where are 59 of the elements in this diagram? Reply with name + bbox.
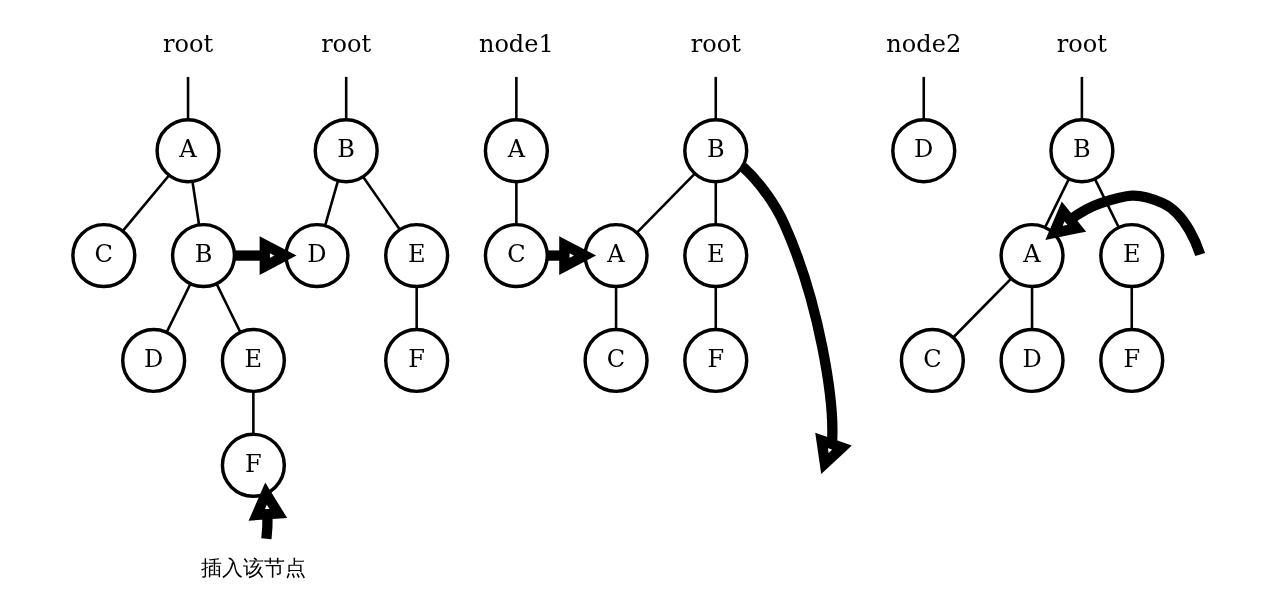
node-circle: B <box>1049 118 1115 184</box>
node-circle: E <box>1099 222 1165 289</box>
node-text: node1 <box>478 30 554 59</box>
connector <box>1093 178 1120 228</box>
node-circle: B <box>170 222 237 289</box>
connector <box>614 286 618 330</box>
connector <box>714 76 718 120</box>
node-text: root <box>1056 30 1107 59</box>
connector <box>636 173 696 234</box>
node-text: root <box>690 30 741 59</box>
node-circle: B <box>683 118 749 184</box>
connector <box>1130 286 1134 330</box>
connector <box>165 283 192 333</box>
connector <box>415 286 418 330</box>
node-circle: D <box>121 327 187 394</box>
connector <box>714 286 718 330</box>
connector <box>1044 178 1070 228</box>
arrow <box>248 482 288 540</box>
connector <box>362 176 401 231</box>
node-text: node2 <box>886 30 962 59</box>
node-circle: E <box>683 222 749 289</box>
arrow <box>234 236 297 275</box>
node-text: 插入该节点 <box>200 556 306 581</box>
node-circle: C <box>899 327 965 394</box>
node-circle: D <box>999 327 1065 394</box>
node-text: root <box>321 30 372 59</box>
node-circle: C <box>583 327 649 394</box>
node-circle: C <box>71 222 137 289</box>
connector <box>922 76 926 120</box>
connector <box>186 76 190 120</box>
node-circle: F <box>683 327 749 394</box>
node-circle: B <box>313 118 379 184</box>
connector <box>344 76 348 120</box>
connector <box>1030 286 1034 330</box>
arrow <box>739 163 852 474</box>
connector <box>121 174 170 232</box>
node-text: root <box>162 30 214 59</box>
connector <box>952 277 1012 339</box>
node-circle: C <box>483 222 550 289</box>
node-circle: D <box>891 118 957 184</box>
node-circle: F <box>384 327 450 394</box>
connector <box>515 76 518 120</box>
connector <box>324 180 340 226</box>
connector <box>215 283 242 333</box>
node-circle: D <box>284 222 350 289</box>
node-circle: F <box>1099 327 1165 394</box>
node-circle: E <box>384 222 450 289</box>
node-circle: A <box>583 222 649 289</box>
connector <box>714 181 718 225</box>
node-circle: F <box>220 432 287 498</box>
connector <box>191 181 201 226</box>
node-circle: A <box>155 118 221 184</box>
arrow <box>1045 190 1206 257</box>
connector <box>1080 76 1084 120</box>
connector <box>515 181 518 225</box>
node-circle: E <box>220 327 287 394</box>
node-circle: A <box>483 118 550 184</box>
connector <box>252 391 255 434</box>
node-circle: A <box>999 222 1065 289</box>
